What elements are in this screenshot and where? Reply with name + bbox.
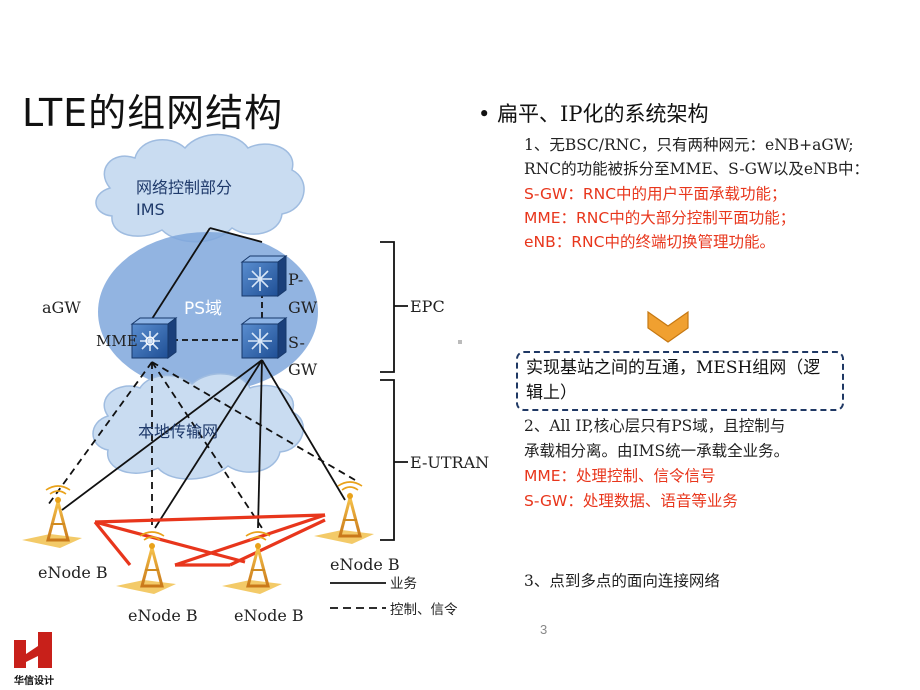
red-enb-note: eNB：RNC中的终端切换管理功能。 [524, 233, 775, 251]
item1-line2: RNC的功能被拆分至MME、S-GW以及eNB中： [524, 160, 870, 178]
pgw-label-2: GW [288, 298, 318, 317]
red-sgw-role: S-GW：处理数据、语音等业务 [524, 492, 738, 510]
transport-cloud [92, 373, 304, 480]
red-sgw-note: S-GW：RNC中的用户平面承载功能； [524, 185, 787, 203]
control-link [47, 361, 153, 506]
logo-text: 华信设计 [14, 676, 54, 687]
service-link [154, 359, 263, 529]
legend-service-label: 业务 [390, 576, 417, 592]
down-arrow-icon [647, 310, 689, 343]
bullet-dot: • [478, 102, 498, 126]
legend-control-label: 控制、信令 [390, 602, 458, 618]
bullet-heading: • 扁平、IP化的系统架构 [478, 98, 709, 128]
marker-dot [458, 340, 462, 344]
slide-title: LTE的组网结构 [22, 91, 284, 135]
service-link [61, 359, 263, 511]
epc-label: EPC [410, 297, 445, 316]
transport-label: 本地传输网 [138, 422, 219, 441]
red-mme-role: MME：处理控制、信令信号 [524, 467, 716, 485]
enodeb-label-left: eNode B [38, 563, 108, 582]
sgw-label-1: S- [288, 333, 305, 352]
enodeb-tower-icon [22, 485, 82, 548]
mesh-callout-box [516, 351, 844, 411]
eutran-bracket [380, 379, 408, 541]
control-link [151, 361, 356, 481]
item2-line1: 2、All IP,核心层只有PS域，且控制与 [524, 417, 786, 435]
ps-domain-label: PS域 [184, 299, 223, 319]
enodeb-tower-icon [116, 531, 176, 594]
enodeb-label-right: eNode B [330, 555, 400, 574]
cloud-label-ims: IMS [136, 200, 165, 219]
control-link [151, 361, 263, 529]
item3-line: 3、点到多点的面向连接网络 [524, 572, 720, 590]
mme-router-icon [130, 317, 178, 359]
sgw-label-2: GW [288, 360, 318, 379]
ims-cloud [95, 133, 305, 243]
mme-label: MME [96, 332, 138, 350]
agw-label: aGW [42, 298, 81, 317]
cloud-label-network-control: 网络控制部分 [136, 178, 233, 197]
enodeb-tower-icon [222, 531, 282, 594]
epc-bracket [380, 241, 408, 373]
page-number: 3 [540, 622, 548, 637]
item1-line1: 1、无BSC/RNC，只有两种网元：eNB+aGW; [524, 136, 854, 154]
pgw-router-icon [240, 255, 288, 297]
red-mme-note: MME：RNC中的大部分控制平面功能； [524, 209, 796, 227]
enodeb-tower-icon [314, 481, 374, 544]
bullet-heading-text: 扁平、IP化的系统架构 [497, 102, 709, 126]
enodeb-label-bottom-1: eNode B [128, 606, 198, 625]
service-link [257, 359, 263, 529]
pgw-label-1: P- [288, 270, 304, 289]
x2-mesh [93, 513, 326, 567]
mesh-callout-text: 实现基站之间的互通，MESH组网（逻辑上） [526, 358, 821, 403]
service-link [261, 359, 346, 501]
company-logo [14, 632, 52, 668]
sgw-router-icon [240, 317, 288, 359]
enodeb-label-bottom-2: eNode B [234, 606, 304, 625]
eutran-label: E-UTRAN [410, 453, 490, 472]
item2-line2: 承载相分离。由IMS统一承载全业务。 [524, 442, 790, 460]
